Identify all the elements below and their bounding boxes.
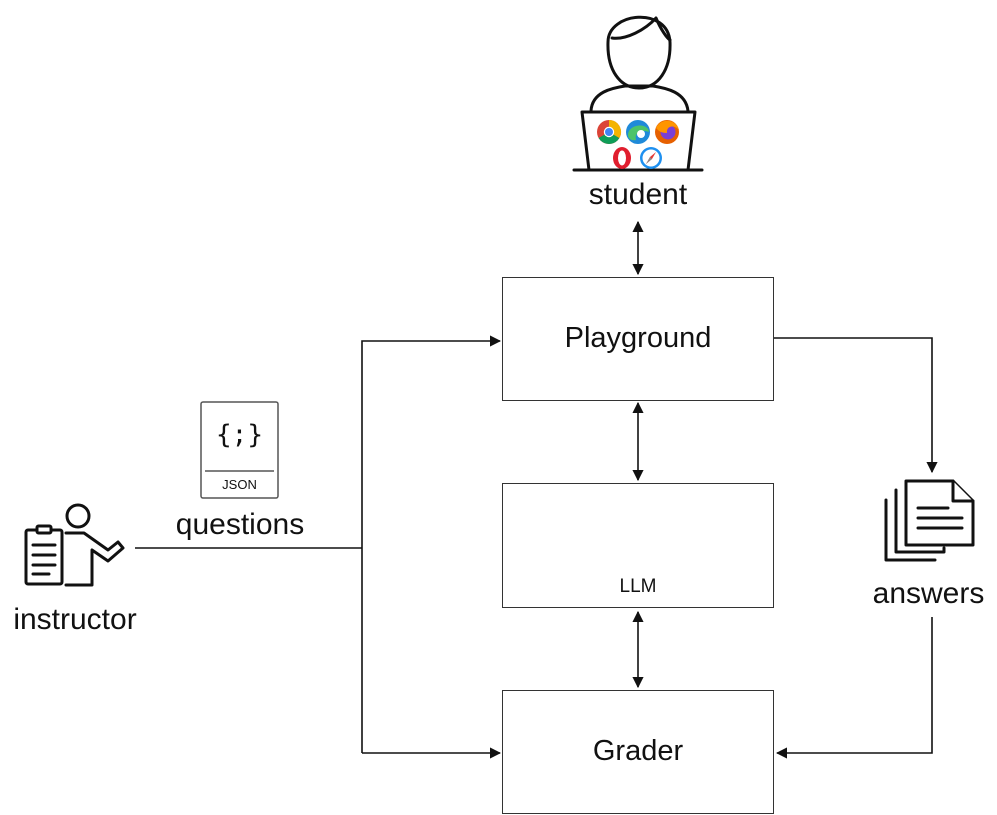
json-file-symbol: {;}	[216, 420, 263, 450]
edge-icon	[626, 120, 650, 144]
questions-label: questions	[175, 508, 305, 541]
person-at-laptop-icon	[572, 15, 704, 172]
answers-grader-arrow	[775, 617, 933, 759]
llm-label: LLM	[619, 576, 657, 597]
connectors	[135, 220, 938, 759]
playground-box: Playground	[502, 277, 774, 401]
opera-icon	[613, 147, 631, 169]
grader-box: Grader	[502, 690, 774, 814]
json-file-icon	[200, 401, 279, 499]
playground-label: Playground	[564, 322, 712, 354]
answers-label: answers	[872, 577, 985, 610]
student-label: student	[588, 178, 688, 211]
llm-box: LLM	[502, 483, 774, 608]
safari-icon	[640, 147, 662, 169]
firefox-icon	[655, 120, 679, 144]
instructor-label: instructor	[13, 603, 137, 636]
grader-label: Grader	[592, 735, 684, 767]
documents-stack-icon	[884, 479, 975, 562]
playground-answers-arrow	[774, 337, 938, 474]
instructor-presenting-icon	[24, 503, 125, 587]
chrome-icon	[597, 120, 622, 145]
json-file-badge: JSON	[222, 477, 257, 492]
browser-icons	[597, 120, 679, 169]
to-playground-arrow	[361, 335, 502, 753]
